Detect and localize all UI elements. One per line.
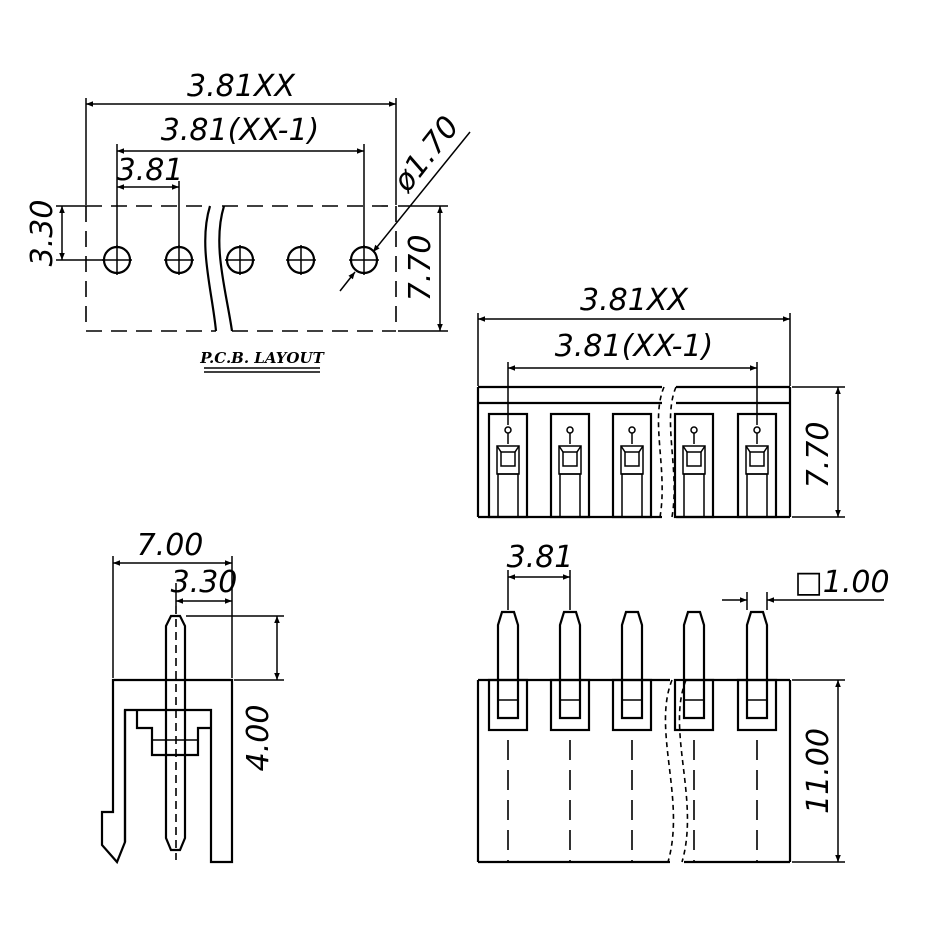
- front-view: 3.81 □1.00 11.00: [476, 540, 890, 864]
- pcb-span-dim: 3.81(XX-1): [161, 113, 319, 148]
- pcb-height-dim: 7.70: [403, 235, 438, 302]
- pcb-pitch-dim: 3.81: [117, 153, 184, 188]
- top-span-dim: 3.81(XX-1): [555, 329, 713, 364]
- terminal-slot: [736, 412, 778, 519]
- top-view: 3.81XX 3.81(XX-1) 7.70: [476, 283, 845, 519]
- side-view: 7.00 3.30 4.00: [100, 528, 284, 865]
- front-view-pins: [487, 610, 778, 862]
- top-height-dim: 7.70: [801, 422, 836, 489]
- pcb-offset-dim: 3.30: [25, 200, 60, 267]
- terminal-slot: [487, 412, 529, 519]
- top-overall-dim: 3.81XX: [580, 283, 689, 318]
- terminal-slot: [673, 412, 715, 519]
- side-pin-height-dim: 4.00: [241, 705, 276, 772]
- pin: [487, 610, 529, 862]
- pcb-hole: [164, 245, 194, 275]
- pcb-layout-caption: P.C.B. LAYOUT: [199, 349, 325, 367]
- pcb-overall-dim: 3.81XX: [187, 69, 296, 104]
- front-pin-size-dim: □1.00: [794, 565, 889, 600]
- pcb-holes: [102, 245, 379, 275]
- side-pin-offset-dim: 3.30: [171, 565, 238, 600]
- pcb-hole: [286, 245, 316, 275]
- side-depth-dim: 7.00: [137, 528, 204, 563]
- pin: [549, 610, 591, 862]
- pin: [611, 610, 653, 862]
- pcb-hole: [225, 245, 255, 275]
- top-view-slots: [487, 412, 778, 519]
- pin: [673, 610, 715, 862]
- pin: [736, 610, 778, 862]
- front-body-height-dim: 11.00: [801, 728, 836, 814]
- pcb-hole: [102, 245, 132, 275]
- front-pitch-dim: 3.81: [507, 540, 574, 575]
- terminal-slot: [549, 412, 591, 519]
- pcb-layout-view: 3.81XX 3.81(XX-1) 3.81 ø1.70 3.30 7.70 P…: [25, 69, 471, 373]
- terminal-slot: [611, 412, 653, 519]
